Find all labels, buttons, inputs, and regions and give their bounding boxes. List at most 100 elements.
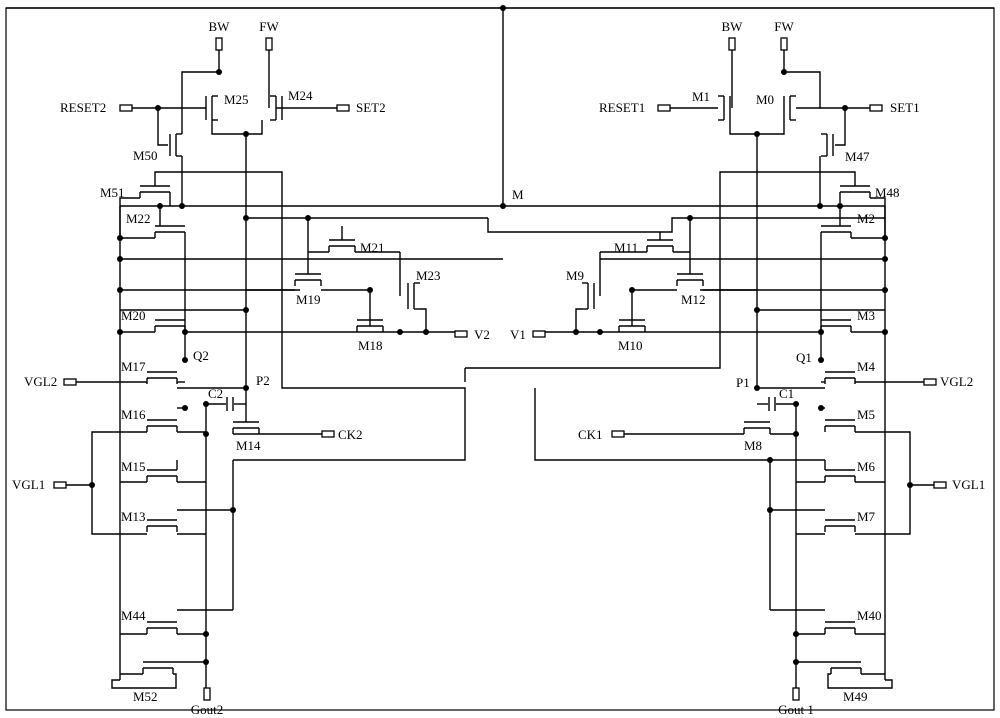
transistor-m12 — [677, 274, 703, 286]
junction-dot — [179, 203, 185, 209]
label-m3: M3 — [857, 308, 875, 323]
pin-ck1 — [612, 431, 624, 437]
label-m0: M0 — [756, 92, 774, 107]
q-cross-route-left — [155, 172, 465, 460]
junction-dot — [182, 405, 188, 411]
label-m25: M25 — [224, 92, 249, 107]
junction-dot — [203, 431, 209, 437]
label-m1: M1 — [692, 89, 710, 104]
label-ck1: CK1 — [578, 427, 603, 442]
junction-dot — [818, 329, 824, 335]
junction-dot — [882, 256, 888, 262]
junction-dot — [216, 69, 222, 75]
label-fw-left: FW — [259, 19, 279, 34]
transistor-m2 — [821, 226, 851, 238]
pin-vgl2-right — [924, 379, 936, 385]
m49-loop — [828, 674, 892, 688]
label-m11: M11 — [614, 240, 638, 255]
label-m6: M6 — [857, 459, 876, 474]
transistor-m49 — [831, 662, 861, 674]
label-m7: M7 — [857, 509, 876, 524]
junction-dot — [500, 203, 506, 209]
junction-dot — [243, 131, 249, 137]
pin-ck2 — [322, 431, 334, 437]
label-m47: M47 — [845, 149, 870, 164]
label-m19: M19 — [296, 292, 321, 307]
transistor-m44 — [147, 622, 177, 634]
label-v1: V1 — [510, 327, 526, 342]
junction-dot — [573, 329, 579, 335]
node-p1: P1 — [736, 375, 750, 390]
label-reset2: RESET2 — [60, 100, 106, 115]
pin-vgl1-right — [934, 482, 946, 488]
pin-vgl1-left — [54, 482, 66, 488]
label-fw-right: FW — [774, 19, 794, 34]
label-m51: M51 — [100, 185, 125, 200]
cross-route-lower-right — [535, 388, 770, 460]
junction-dot — [882, 287, 888, 293]
junction-dot — [117, 235, 123, 241]
junction-dot — [203, 401, 209, 407]
junction-dot — [243, 215, 249, 221]
node-q2: Q2 — [193, 348, 209, 363]
pin-set2 — [337, 105, 349, 111]
label-m49: M49 — [843, 689, 868, 704]
label-reset1: RESET1 — [599, 100, 645, 115]
transistor-m22 — [155, 226, 185, 238]
transistor-m15 — [147, 470, 177, 482]
junction-dot — [629, 287, 635, 293]
pin-bw-right — [729, 38, 735, 50]
transistor-m21 — [329, 240, 355, 252]
label-gout2: Gout2 — [191, 702, 224, 717]
junction-dot — [423, 329, 429, 335]
junction-dot — [305, 215, 311, 221]
node-labels: M Q2 P2 Q1 P1 C2 C1 — [193, 187, 812, 401]
junction-dot — [89, 482, 95, 488]
row-218-cross — [488, 218, 885, 232]
transistor-m23 — [408, 283, 420, 309]
label-ck2: CK2 — [338, 427, 363, 442]
label-gout1: Gout 1 — [778, 702, 814, 717]
junction-dot — [687, 215, 693, 221]
bw-left-route — [182, 72, 219, 108]
label-m16: M16 — [121, 407, 146, 422]
m52-loop — [112, 674, 176, 688]
outer-border — [6, 8, 994, 710]
label-vgl1-right: VGL1 — [952, 477, 985, 492]
capacitor-c1 — [769, 397, 775, 411]
label-m24: M24 — [288, 88, 313, 103]
junction-dot — [155, 105, 161, 111]
label-m15: M15 — [121, 459, 146, 474]
label-m52: M52 — [133, 689, 158, 704]
junction-dot — [837, 203, 843, 209]
junction-dot — [882, 235, 888, 241]
label-vgl2-left: VGL2 — [24, 374, 57, 389]
pin-symbols — [54, 38, 946, 700]
junction-dot — [793, 631, 799, 637]
junction-dot — [397, 329, 403, 335]
label-m44: M44 — [121, 608, 146, 623]
transistor-m4 — [825, 372, 855, 384]
junction-dot — [793, 659, 799, 665]
cap-c1: C1 — [779, 386, 794, 401]
junction-dot — [243, 385, 249, 391]
junction-dot — [767, 507, 773, 513]
pin-v1 — [533, 331, 545, 337]
node-m: M — [512, 187, 524, 202]
label-m2: M2 — [857, 211, 875, 226]
label-m17: M17 — [121, 359, 146, 374]
transistor-m0 — [784, 96, 796, 120]
pin-fw-left — [266, 38, 272, 50]
label-m9: M9 — [566, 268, 584, 283]
label-m21: M21 — [360, 240, 385, 255]
label-m40: M40 — [857, 608, 882, 623]
pin-reset1 — [658, 105, 670, 111]
junction-dot — [842, 105, 848, 111]
junction-dot — [597, 329, 603, 335]
junction-dot — [367, 287, 373, 293]
pin-gout1 — [793, 688, 799, 700]
junction-dot — [500, 5, 506, 11]
transistor-m8 — [744, 422, 770, 434]
label-bw-right: BW — [722, 19, 744, 34]
transistor-m16 — [147, 420, 177, 432]
